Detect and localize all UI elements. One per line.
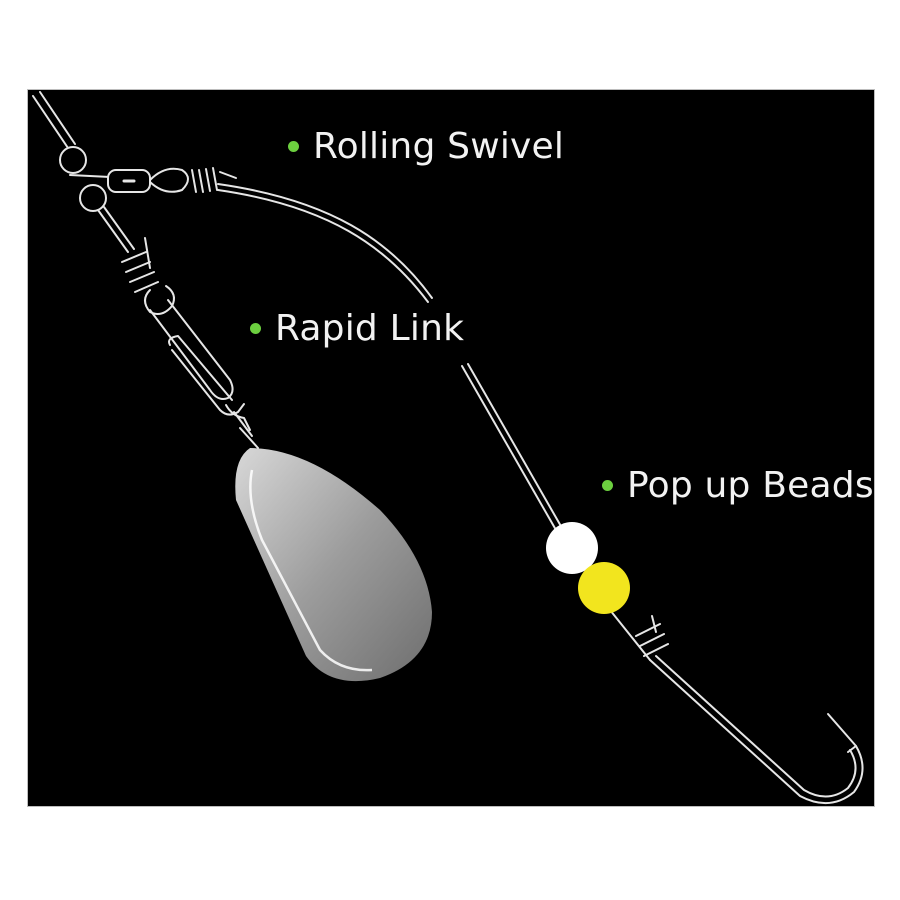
bullet-dot-icon <box>250 323 261 334</box>
bullet-dot-icon <box>288 141 299 152</box>
lead-weight <box>235 448 432 682</box>
label-rapid-link: Rapid Link <box>250 308 464 349</box>
label-rolling-swivel: Rolling Swivel <box>288 126 564 167</box>
main-line <box>32 91 76 149</box>
pop-up-bead-yellow <box>578 562 630 614</box>
rapid-link-icon <box>121 237 253 437</box>
hooklink-lower <box>461 365 557 531</box>
bullet-dot-icon <box>602 480 613 491</box>
hook-knot-icon <box>601 599 669 661</box>
line-bead-bottom <box>79 184 107 212</box>
hooklink-upper <box>217 183 433 299</box>
label-pop-up-beads: Pop up Beads <box>602 465 874 506</box>
pop-up-bead-white <box>546 522 598 574</box>
line-bead-top <box>59 146 87 174</box>
rolling-swivel-icon <box>69 167 237 193</box>
diagram-panel <box>27 89 875 807</box>
hook-icon <box>649 655 864 804</box>
